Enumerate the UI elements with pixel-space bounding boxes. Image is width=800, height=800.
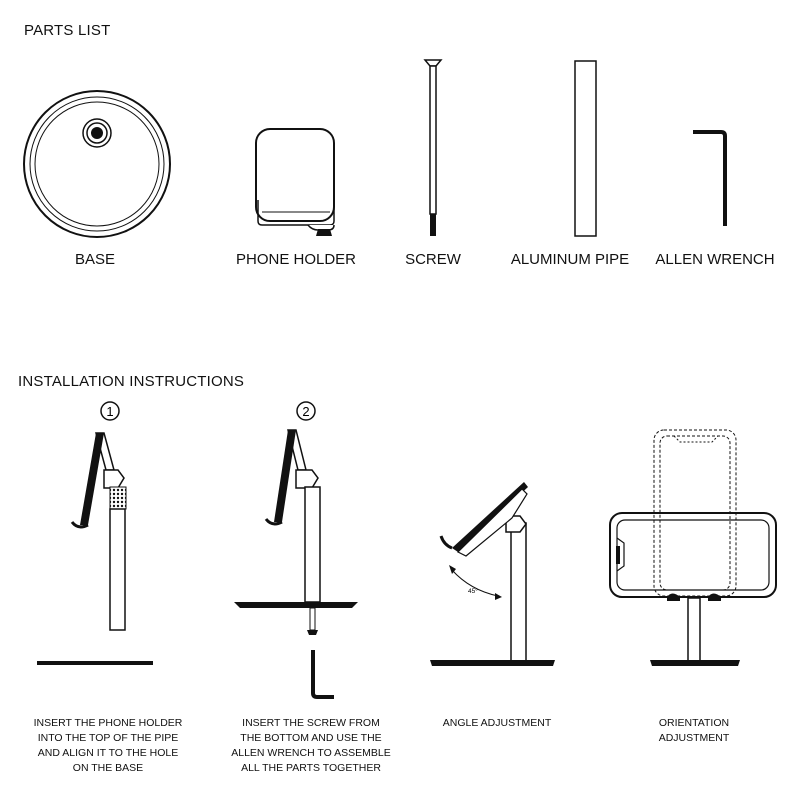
step-2-illustration: 2 <box>234 401 358 699</box>
orientation-caption-line: ADJUSTMENT <box>658 732 730 744</box>
installation-heading: INSTALLATION INSTRUCTIONS <box>18 373 245 390</box>
parts-list-heading: PARTS LIST <box>24 22 111 39</box>
step-2-number: 2 <box>302 404 309 419</box>
step-2-caption: INSERT THE SCREW FROM THE BOTTOM AND USE… <box>211 716 411 776</box>
part-label-aluminum-pipe: ALUMINUM PIPE <box>510 251 630 268</box>
step-2-caption-line: ALLEN WRENCH TO ASSEMBLE <box>231 747 391 759</box>
step-1-caption-line: ON THE BASE <box>72 762 144 774</box>
step-1-caption-line: INSERT THE PHONE HOLDER <box>33 717 183 729</box>
aluminum-pipe-part-illustration <box>574 60 597 237</box>
orientation-adjustment-caption: ORIENTATION ADJUSTMENT <box>594 716 794 746</box>
angle-adjustment-illustration: 45° <box>430 482 555 666</box>
part-label-screw: SCREW <box>405 251 461 268</box>
orientation-adjustment-illustration <box>609 429 777 666</box>
orientation-caption-line: ORIENTATION <box>658 717 730 729</box>
angle-label: 45° <box>468 587 478 595</box>
step-1-illustration: 1 <box>37 401 153 665</box>
allen-wrench-part-illustration <box>693 130 727 226</box>
screw-part-illustration <box>423 59 443 236</box>
base-part-illustration <box>23 90 171 238</box>
angle-caption-line: ANGLE ADJUSTMENT <box>442 717 552 729</box>
angle-adjustment-caption: ANGLE ADJUSTMENT <box>397 716 597 731</box>
part-label-phone-holder: PHONE HOLDER <box>235 251 357 268</box>
step-2-caption-line: INSERT THE SCREW FROM <box>242 717 380 729</box>
step-1-number-circle <box>100 401 120 421</box>
step-2-caption-line: THE BOTTOM AND USE THE <box>240 732 382 744</box>
phone-holder-part-illustration <box>255 128 335 236</box>
step-1-caption-line: AND ALIGN IT TO THE HOLE <box>37 747 179 759</box>
step-1-caption: INSERT THE PHONE HOLDER INTO THE TOP OF … <box>8 716 208 776</box>
step-2-caption-line: ALL THE PARTS TOGETHER <box>241 762 381 774</box>
part-label-base: BASE <box>74 251 116 268</box>
part-label-allen-wrench: ALLEN WRENCH <box>655 251 775 268</box>
step-1-caption-line: INTO THE TOP OF THE PIPE <box>37 732 179 744</box>
step-2-number-circle <box>296 401 316 421</box>
step-1-number: 1 <box>106 404 113 419</box>
